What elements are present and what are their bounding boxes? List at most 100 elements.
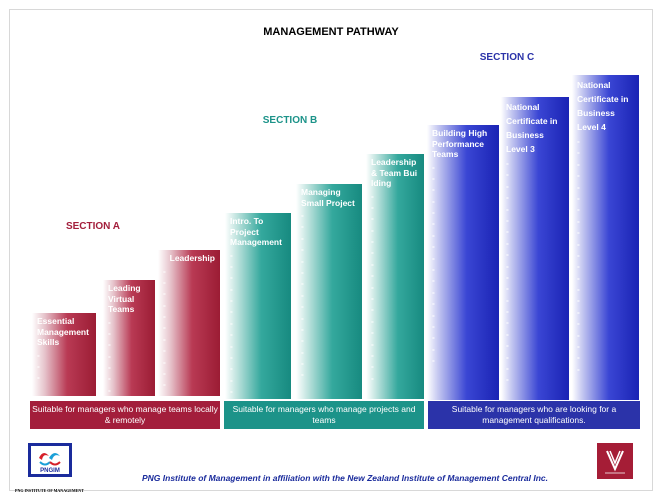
column-dash: -	[301, 301, 304, 312]
section-b-heading: SECTION B	[262, 115, 318, 126]
column-dash: -	[371, 315, 374, 326]
column-dash: -	[230, 272, 233, 283]
column-dash: -	[230, 283, 233, 294]
column-dash: -	[163, 333, 166, 344]
column-dash: -	[301, 358, 304, 369]
column-dash: -	[432, 298, 435, 309]
column-dash: -	[301, 335, 304, 346]
pathway-column: Intro. To Project Management -----------…	[225, 213, 291, 399]
column-dash: -	[371, 190, 374, 201]
column-dashes: ---	[37, 350, 91, 384]
section-c-heading: SECTION C	[479, 52, 535, 63]
column-dash: -	[506, 271, 509, 282]
column-label: Managing Small Project	[301, 187, 355, 208]
column-dash: -	[371, 201, 374, 212]
column-dashes: ------------------	[432, 162, 494, 367]
column-dash: -	[577, 261, 580, 272]
column-dash: -	[577, 341, 580, 352]
column-dash: -	[506, 351, 509, 362]
column-dash: -	[432, 218, 435, 229]
pathway-column: Building High Performance Teams --------…	[427, 125, 499, 400]
column-dash: -	[108, 362, 111, 373]
column-dash: -	[371, 338, 374, 349]
column-dash: -	[371, 361, 374, 372]
pngim-caption: PNG INSTITUTE OF MANAGEMENT	[15, 488, 84, 493]
column-dash: -	[230, 352, 233, 363]
column-dash: -	[506, 294, 509, 305]
pngim-logo-text: PNGIM	[40, 468, 60, 474]
column-dash: -	[506, 169, 509, 180]
column-dash: -	[577, 272, 580, 283]
column-dash: -	[230, 329, 233, 340]
column-dash: -	[371, 258, 374, 269]
column-dash: -	[163, 288, 166, 299]
column-dash: -	[432, 355, 435, 366]
column-dash: -	[577, 363, 580, 374]
column-dash: -	[230, 249, 233, 260]
column-dash: -	[230, 374, 233, 385]
column-dash: -	[230, 398, 286, 399]
column-dash: -	[301, 232, 304, 243]
column-dash: -	[577, 306, 580, 317]
nzim-crest-icon	[597, 443, 633, 479]
column-dash: -	[371, 304, 374, 315]
column-dash: -	[577, 181, 580, 192]
column-dash: -	[577, 352, 580, 363]
column-dash: -	[371, 293, 374, 304]
column-dash: -	[577, 158, 580, 169]
column-dash: -	[163, 345, 166, 356]
column-dash: -	[506, 363, 509, 374]
column-dash: -	[108, 339, 111, 350]
column-dash: -	[371, 372, 374, 383]
column-dashes: --------------------	[506, 158, 564, 386]
pathway-column: Essential Management Skills ---	[32, 313, 96, 396]
column-dash: -	[37, 372, 40, 383]
column-dash: -	[301, 323, 304, 334]
column-dash: -	[432, 241, 435, 252]
column-dash: -	[506, 260, 509, 271]
column-dash: -	[506, 340, 509, 351]
column-dash: -	[577, 249, 580, 260]
column-label: National Certificate in Business Level 4	[577, 80, 629, 132]
column-dash: -	[301, 346, 304, 357]
column-label: Intro. To Project Management	[230, 216, 282, 247]
column-dash: -	[432, 195, 435, 206]
column-dash: -	[506, 214, 509, 225]
column-dash: -	[163, 356, 166, 367]
column-dash: -	[301, 221, 304, 232]
column-dash: -	[371, 224, 374, 235]
column-dash: -	[230, 295, 233, 306]
column-dash: -	[301, 369, 304, 380]
footer-affiliation: PNG Institute of Management in affiliati…	[142, 473, 548, 483]
column-dash: -	[506, 226, 509, 237]
section-a-heading: SECTION A	[65, 221, 121, 232]
column-dash: -	[432, 172, 435, 183]
column-dash: -	[371, 270, 374, 281]
column-dash: -	[163, 265, 166, 276]
column-dash: -	[108, 316, 111, 327]
column-dash: -	[506, 374, 509, 385]
column-label: Building High Performance Teams	[432, 128, 488, 159]
section-a-description: Suitable for managers who manage teams l…	[30, 401, 220, 429]
column-dash: -	[301, 278, 304, 289]
column-dash: -	[577, 227, 580, 238]
column-dash: -	[432, 207, 435, 218]
column-dash: -	[577, 204, 580, 215]
pathway-column: Leadership -----------	[158, 250, 220, 396]
column-label: Leadership	[169, 253, 215, 263]
column-dash: -	[230, 363, 233, 374]
column-dash: -	[432, 252, 435, 263]
pathway-column: Leadership & Team Building -------------…	[366, 154, 424, 399]
column-dash: -	[506, 203, 509, 214]
column-dash: -	[301, 210, 304, 220]
column-dash: -	[301, 266, 304, 277]
column-dash: -	[577, 295, 580, 306]
column-dash: -	[432, 161, 435, 172]
column-dash: -	[371, 213, 374, 224]
column-dash: -	[432, 309, 435, 320]
column-dash: -	[163, 368, 166, 379]
column-dash: -	[577, 318, 580, 329]
column-dash: -	[432, 229, 435, 240]
column-dash: -	[230, 317, 233, 328]
column-label: Leadership & Team Building	[371, 157, 418, 188]
